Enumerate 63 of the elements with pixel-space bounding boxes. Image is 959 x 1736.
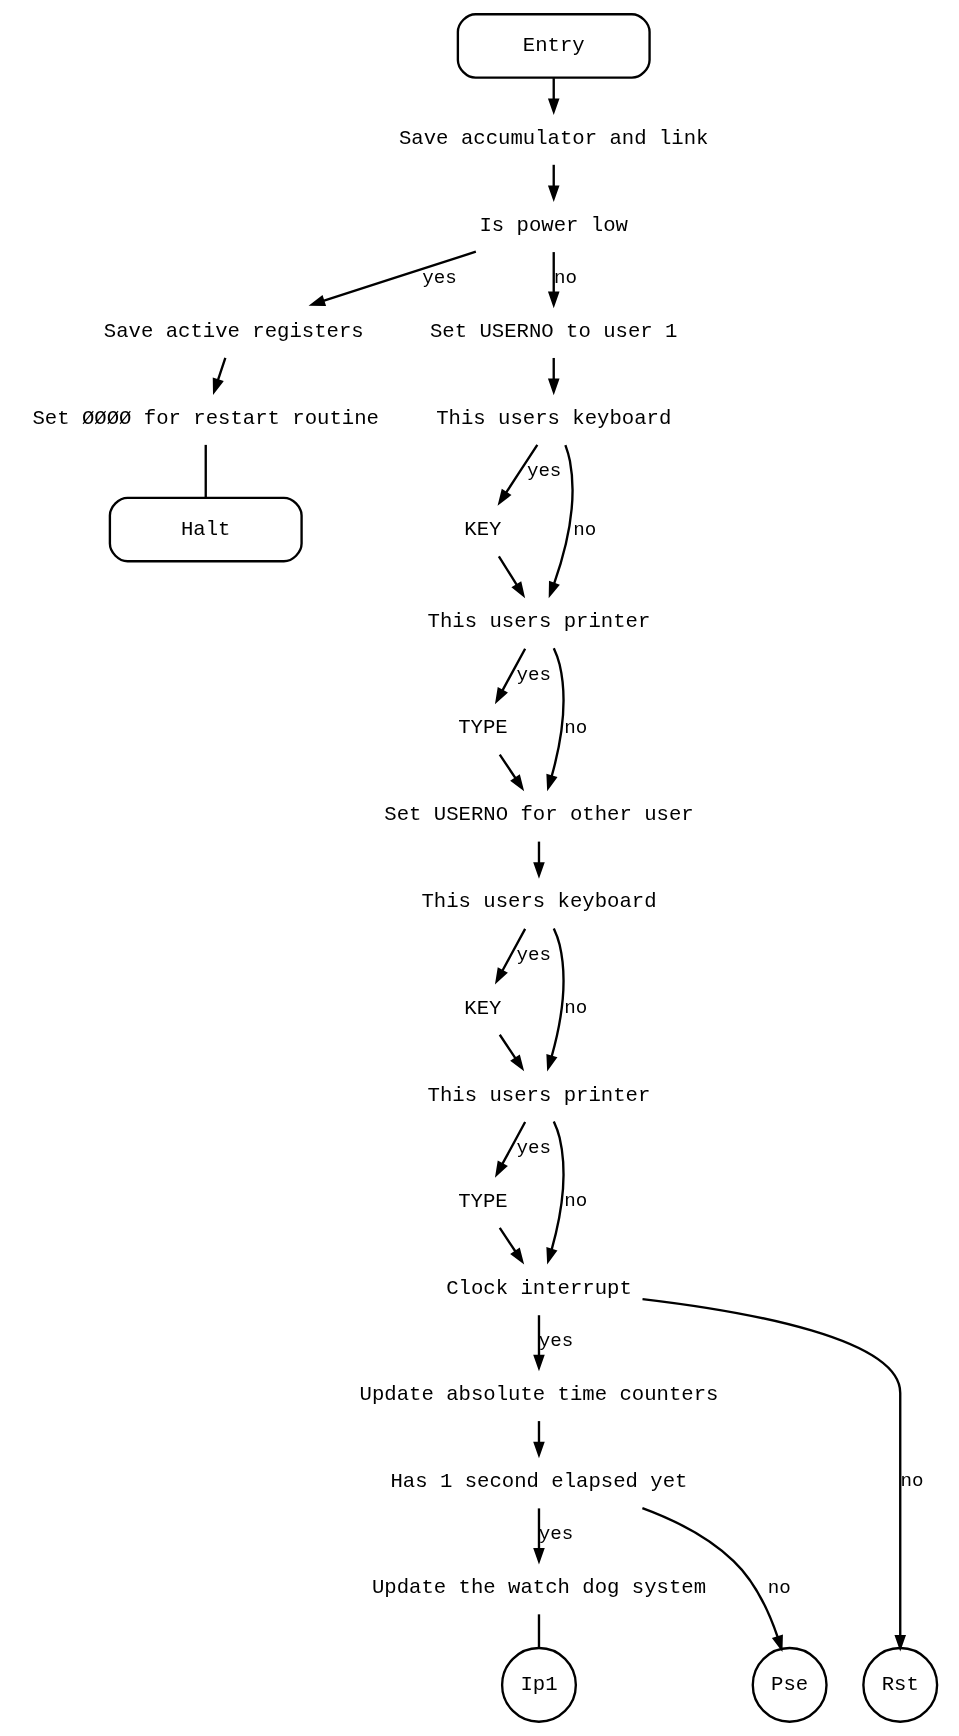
node-text: KEY	[463, 518, 502, 542]
node-circle: Rst	[861, 1646, 938, 1723]
arrow	[532, 841, 545, 879]
node-text: Save accumulator and link	[398, 126, 708, 150]
arrow	[532, 1508, 545, 1565]
arrow	[498, 1034, 524, 1072]
edge-label: yes	[516, 944, 551, 967]
arrow	[532, 1421, 545, 1459]
edge-label: yes	[516, 663, 551, 686]
arrow	[494, 1121, 526, 1178]
arrow	[494, 928, 526, 985]
connector	[204, 444, 207, 498]
arrow	[497, 555, 525, 599]
connector	[537, 1614, 540, 1648]
edge-label: yes	[538, 1330, 573, 1353]
node-text: Update absolute time counters	[359, 1382, 718, 1406]
node-text: TYPE	[457, 1189, 508, 1213]
arrow	[545, 1121, 565, 1265]
edge-label: no	[767, 1576, 791, 1599]
arrow	[498, 753, 524, 792]
arrow	[641, 1506, 783, 1653]
node-text: KEY	[463, 996, 502, 1020]
node-text: TYPE	[457, 716, 508, 740]
arrow	[308, 250, 476, 307]
edge-label: yes	[421, 267, 457, 290]
node-text: Set USERNO to user 1	[429, 319, 677, 343]
node-text: Is power low	[478, 213, 628, 237]
node-circle: Ip1	[500, 1646, 577, 1723]
arrow	[497, 444, 538, 506]
arrow	[545, 927, 565, 1072]
node-text: This users printer	[427, 610, 650, 634]
node-text: Has 1 second elapsed yet	[389, 1469, 688, 1493]
node-text: Set ØØØØ for restart routine	[31, 406, 379, 430]
arrow	[494, 648, 526, 705]
node-text: This users printer	[427, 1083, 650, 1107]
node-box: Entry	[456, 13, 651, 79]
node-box: Halt	[108, 496, 303, 563]
edge-label: no	[563, 1190, 587, 1213]
arrow	[547, 78, 559, 116]
arrow	[498, 1227, 524, 1265]
arrow	[212, 357, 226, 395]
node-text: Save active registers	[103, 319, 364, 343]
arrow	[532, 1315, 545, 1372]
edge-label: no	[572, 518, 596, 541]
node-text: This users keyboard	[420, 890, 657, 914]
node-text: This users keyboard	[435, 406, 671, 430]
edge-label: no	[900, 1470, 924, 1493]
arrow	[545, 647, 565, 792]
node-text: Clock interrupt	[445, 1276, 632, 1300]
edge-label: no	[563, 997, 587, 1020]
arrow	[641, 1297, 906, 1652]
edge-label: no	[553, 267, 577, 290]
edge-label: no	[563, 716, 587, 739]
node-text: Set USERNO for other user	[383, 803, 694, 827]
arrow	[547, 252, 559, 309]
edge-label: yes	[526, 460, 561, 483]
arrow	[547, 164, 559, 202]
arrow	[548, 444, 574, 599]
arrow	[547, 357, 559, 396]
node-text: Update the watch dog system	[371, 1576, 706, 1600]
edge-label: yes	[538, 1523, 573, 1546]
node-circle: Pse	[751, 1646, 828, 1723]
edge-label: yes	[516, 1137, 551, 1160]
